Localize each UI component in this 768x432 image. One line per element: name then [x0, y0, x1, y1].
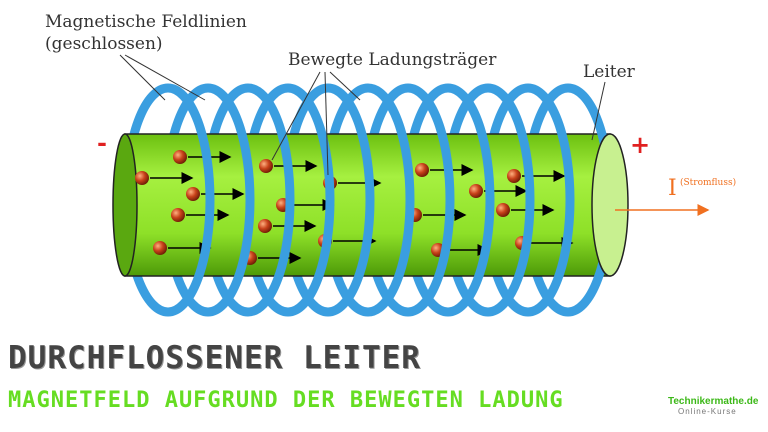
charge-carrier	[496, 203, 510, 217]
field-ring-front	[447, 83, 495, 317]
logo: Technikermathe.de Online-Kurse	[668, 396, 758, 416]
conductor-right-end	[591, 133, 629, 277]
charge-carrier	[507, 169, 521, 183]
charge-carrier	[186, 187, 200, 201]
field-ring-front	[407, 83, 455, 317]
field-lines-sublabel: (geschlossen)	[45, 34, 163, 54]
conductor-left-end	[112, 133, 138, 277]
charge-carrier	[135, 171, 149, 185]
field-ring-front	[287, 83, 335, 317]
field-ring-front	[527, 83, 575, 317]
charge-carrier	[171, 208, 185, 222]
current-label: (Stromfluss)	[680, 178, 737, 188]
field-ring-front	[207, 83, 255, 317]
leader-lines	[119, 54, 606, 176]
page-title: DURCHFLOSSENER LEITER	[8, 340, 421, 376]
field-ring-front	[167, 83, 215, 317]
charge-carrier	[173, 150, 187, 164]
logo-text: Technikermathe.de	[668, 396, 759, 407]
current-symbol: I	[668, 176, 677, 201]
charge-carrier	[415, 163, 429, 177]
charges-label: Bewegte Ladungsträger	[288, 50, 497, 70]
conductor-label: Leiter	[583, 62, 635, 82]
field-ring-front	[327, 83, 375, 317]
plus-sign: +	[630, 130, 651, 159]
field-ring-front	[367, 83, 415, 317]
charge-carrier	[153, 241, 167, 255]
charge-carrier	[259, 159, 273, 173]
field-lines-label: Magnetische Feldlinien	[45, 12, 247, 32]
charge-carrier	[469, 184, 483, 198]
minus-sign: -	[97, 128, 107, 157]
charge-carrier	[258, 219, 272, 233]
field-ring-front	[247, 83, 295, 317]
field-ring-front	[487, 83, 535, 317]
page-subtitle: MAGNETFELD AUFGRUND DER BEWEGTEN LADUNG	[8, 388, 564, 413]
logo-subtext: Online-Kurse	[678, 407, 737, 416]
